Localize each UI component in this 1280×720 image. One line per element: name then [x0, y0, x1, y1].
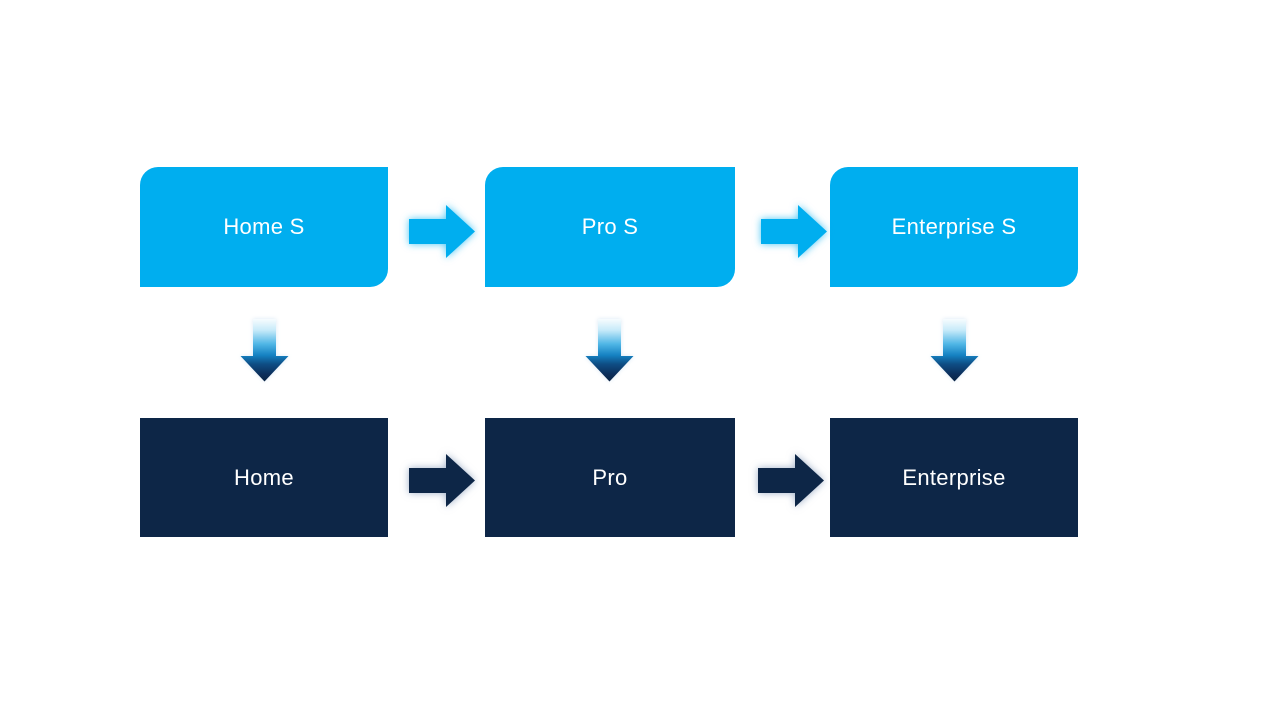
right-arrow-icon	[409, 204, 476, 259]
right-arrow-icon	[761, 204, 828, 259]
right-arrow-icon	[409, 453, 476, 508]
box-label: Enterprise	[902, 464, 1006, 490]
box-pro-s: Pro S	[485, 167, 735, 287]
down-arrow-icon	[930, 319, 979, 382]
box-label: Home	[234, 464, 294, 490]
box-enterprise: Enterprise	[830, 418, 1078, 537]
box-home-s: Home S	[140, 167, 388, 287]
box-label: Pro S	[581, 214, 639, 239]
down-arrow-icon	[240, 319, 289, 382]
right-arrow-icon	[758, 453, 825, 508]
down-arrow-icon	[585, 319, 634, 382]
box-home: Home	[140, 418, 388, 537]
box-enterprise-s: Enterprise S	[830, 167, 1078, 287]
box-label: Home S	[223, 214, 305, 239]
box-label: Pro	[592, 464, 628, 490]
box-pro: Pro	[485, 418, 735, 537]
box-label: Enterprise S	[891, 214, 1017, 239]
